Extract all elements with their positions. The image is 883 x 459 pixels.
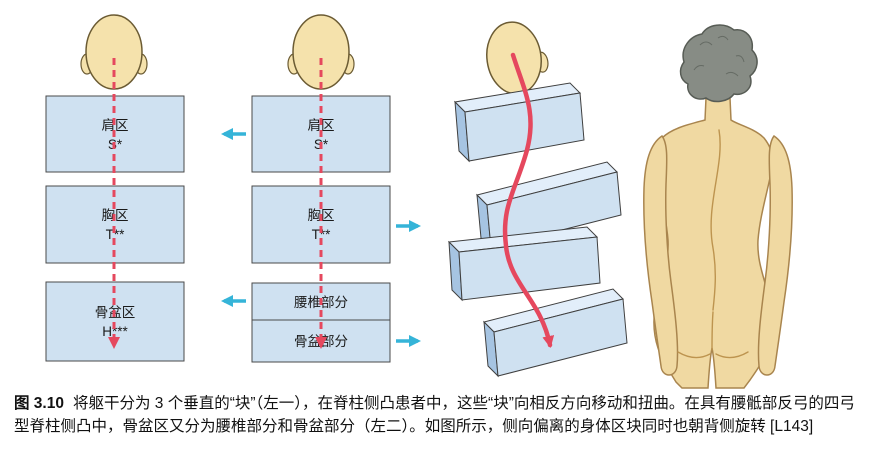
block-front-face: [464, 92, 585, 162]
pelvic-block: [45, 281, 185, 362]
rotated-block-4: [483, 288, 628, 378]
diagram-canvas: 肩区 S* 胸区 T** 骨盆区 H*** 肩区 S* 胸区 T** 腰椎部分 …: [45, 14, 793, 389]
figure-neutral-blocks: 肩区 S* 胸区 T** 骨盆区 H***: [45, 14, 185, 362]
hair-texture-line: [693, 65, 705, 71]
left-buttock-crease: [677, 351, 711, 359]
figure-caption-text: 将躯干分为 3 个垂直的“块”（左一），在脊柱侧凸患者中，这些“块”向相反方向移…: [14, 395, 855, 436]
scoliotic-spine-curve: [502, 52, 555, 348]
figure-human-back: [643, 24, 793, 389]
spine-contour-line: [710, 129, 721, 311]
right-arm: [757, 134, 793, 376]
block-front-face: [458, 236, 601, 301]
block-front-face: [486, 171, 622, 249]
gluteal-cleft-line: [711, 311, 714, 351]
figure-shifted-blocks: 肩区 S* 胸区 T** 腰椎部分 骨盆部分: [221, 14, 421, 363]
hair-texture-line: [725, 71, 739, 77]
figure-rotated-blocks: [447, 21, 628, 378]
hair: [679, 24, 758, 103]
hair-texture-line: [717, 35, 729, 41]
shoulder-block-label: 肩区: [308, 118, 335, 133]
block-front-face: [493, 298, 628, 377]
rotated-block-1: [453, 82, 585, 163]
thoracic-block-code: T**: [106, 227, 126, 242]
shoulder-block-label: 肩区: [102, 118, 129, 133]
figure-caption-label: 图 3.10: [14, 395, 64, 412]
thoracic-block-code: T**: [312, 227, 332, 242]
right-buttock-crease: [715, 351, 749, 359]
head-oval: [85, 14, 143, 90]
rotated-block-3: [447, 226, 601, 302]
hair-texture-line: [699, 41, 713, 46]
tilted-head: [486, 21, 549, 95]
hair-texture-line: [735, 55, 745, 63]
left-arm: [643, 134, 679, 376]
head-oval: [292, 14, 350, 90]
pelvic-block-code: H***: [102, 324, 128, 339]
